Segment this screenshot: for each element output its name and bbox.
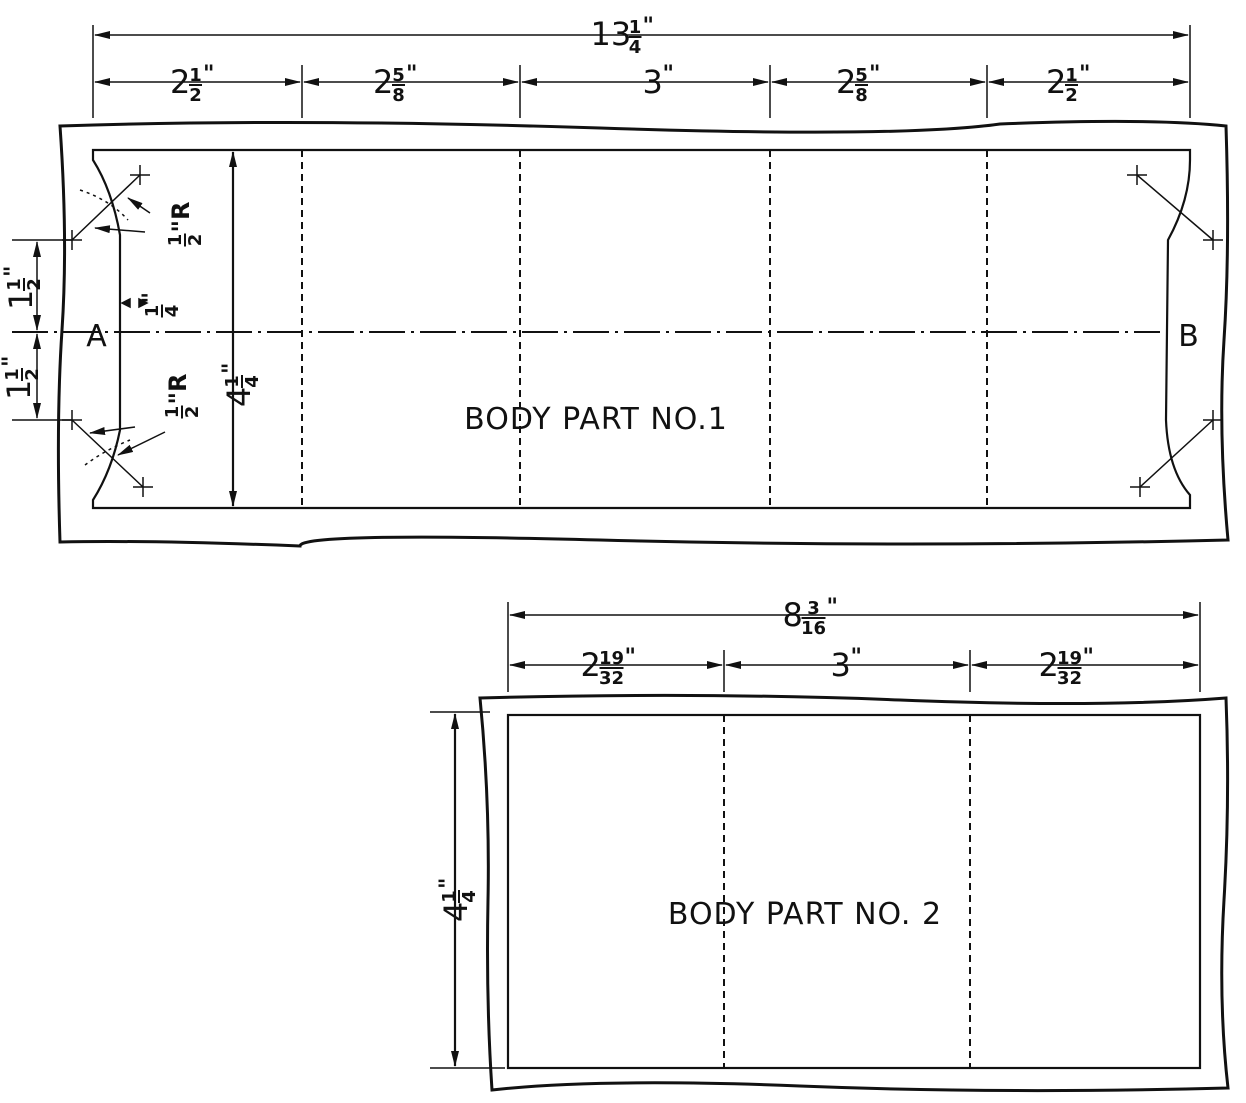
dimension-whole: 13	[591, 15, 632, 53]
dimension-unit: "R	[164, 374, 192, 405]
dimension-denominator: 2	[185, 234, 206, 247]
dimension-denominator: 4	[162, 305, 183, 318]
end-b-label: B	[1178, 319, 1200, 354]
dimension-unit: "	[406, 62, 417, 87]
dimension-unit: "	[219, 363, 244, 374]
dimension-whole: 2	[836, 63, 856, 101]
dimension-denominator: 2	[22, 368, 43, 381]
construction-marks	[62, 165, 1223, 497]
dimension-denominator: 2	[182, 406, 203, 419]
segment-width-label: 212"	[1046, 62, 1090, 106]
segment-width-label: 258"	[373, 62, 417, 106]
segment-width-label: 258"	[836, 62, 880, 106]
dimension-unit: "	[203, 62, 214, 87]
dimension-numerator: 19	[599, 648, 624, 669]
part2-inner-border	[506, 713, 1202, 1070]
dimension-whole: 4	[437, 902, 475, 922]
extension-lines	[12, 25, 1191, 421]
dimension-whole: 2	[1046, 63, 1066, 101]
part2-outline	[478, 693, 1230, 1093]
dimension-whole: 2	[1039, 646, 1059, 684]
dimension-whole: 2	[581, 646, 601, 684]
dimension-denominator: 2	[1065, 85, 1078, 106]
dimension-unit: "	[663, 62, 674, 87]
dimension-numerator: 5	[392, 65, 405, 86]
dimension-unit: "	[139, 292, 164, 303]
dimension-unit: "	[1083, 645, 1094, 670]
segment-width-label: 3"	[643, 62, 674, 101]
dimension-unit: "	[1079, 62, 1090, 87]
dimension-denominator: 2	[189, 85, 202, 106]
dimension-denominator: 32	[1057, 668, 1082, 689]
dimension-numerator: 1	[4, 278, 25, 291]
dimension-unit: "	[827, 595, 838, 620]
part2-title: BODY PART NO. 2	[668, 897, 942, 932]
dimension-whole: 3	[643, 63, 663, 101]
dimension-denominator: 16	[801, 618, 826, 639]
dimension-unit: "	[1, 266, 26, 277]
dimension-numerator: 5	[855, 65, 868, 86]
part1-title: BODY PART NO.1	[464, 402, 728, 437]
dimension-unit: "R	[167, 202, 195, 233]
dimension-numerator: 19	[1057, 648, 1082, 669]
dimension-numerator: 1	[629, 17, 642, 38]
dimension-denominator: 2	[24, 278, 45, 291]
dimension-numerator: 1	[162, 406, 183, 419]
dimension-denominator: 4	[242, 375, 263, 388]
dimension-denominator: 32	[599, 668, 624, 689]
dimension-unit: "	[625, 645, 636, 670]
dimension-numerator: 1	[189, 65, 202, 86]
dimension-numerator: 3	[807, 598, 820, 619]
dimension-numerator: 1	[439, 890, 460, 903]
dimension-numerator: 1	[2, 368, 23, 381]
dimension-numerator: 1	[222, 375, 243, 388]
dimension-unit: "	[643, 14, 654, 39]
dimension-whole: 2	[373, 63, 393, 101]
dimension-unit: "	[851, 645, 862, 670]
dimension-unit: "	[436, 878, 461, 889]
dimension-whole: 1	[2, 290, 40, 310]
dimension-whole: 4	[220, 387, 258, 407]
dimension-denominator: 8	[392, 85, 405, 106]
dimension-numerator: 1	[1065, 65, 1078, 86]
end-a-label: A	[86, 319, 108, 354]
dimension-unit: "	[869, 62, 880, 87]
dimension-unit: "	[0, 356, 24, 367]
part1-outline	[56, 119, 1230, 548]
extension-lines	[430, 602, 1201, 1069]
part1-inner-border	[91, 148, 1192, 510]
dimension-whole: 8	[783, 596, 803, 634]
segment-width-label: 3"	[831, 645, 862, 684]
dimension-denominator: 4	[629, 37, 642, 58]
segment-width-label: 212"	[170, 62, 214, 106]
dimension-numerator: 1	[165, 234, 186, 247]
dimension-denominator: 4	[459, 890, 480, 903]
dimension-whole: 1	[0, 380, 38, 400]
dimension-denominator: 8	[855, 85, 868, 106]
dimension-whole: 3	[831, 646, 851, 684]
dimension-whole: 2	[170, 63, 190, 101]
dimension-numerator: 1	[142, 305, 163, 318]
